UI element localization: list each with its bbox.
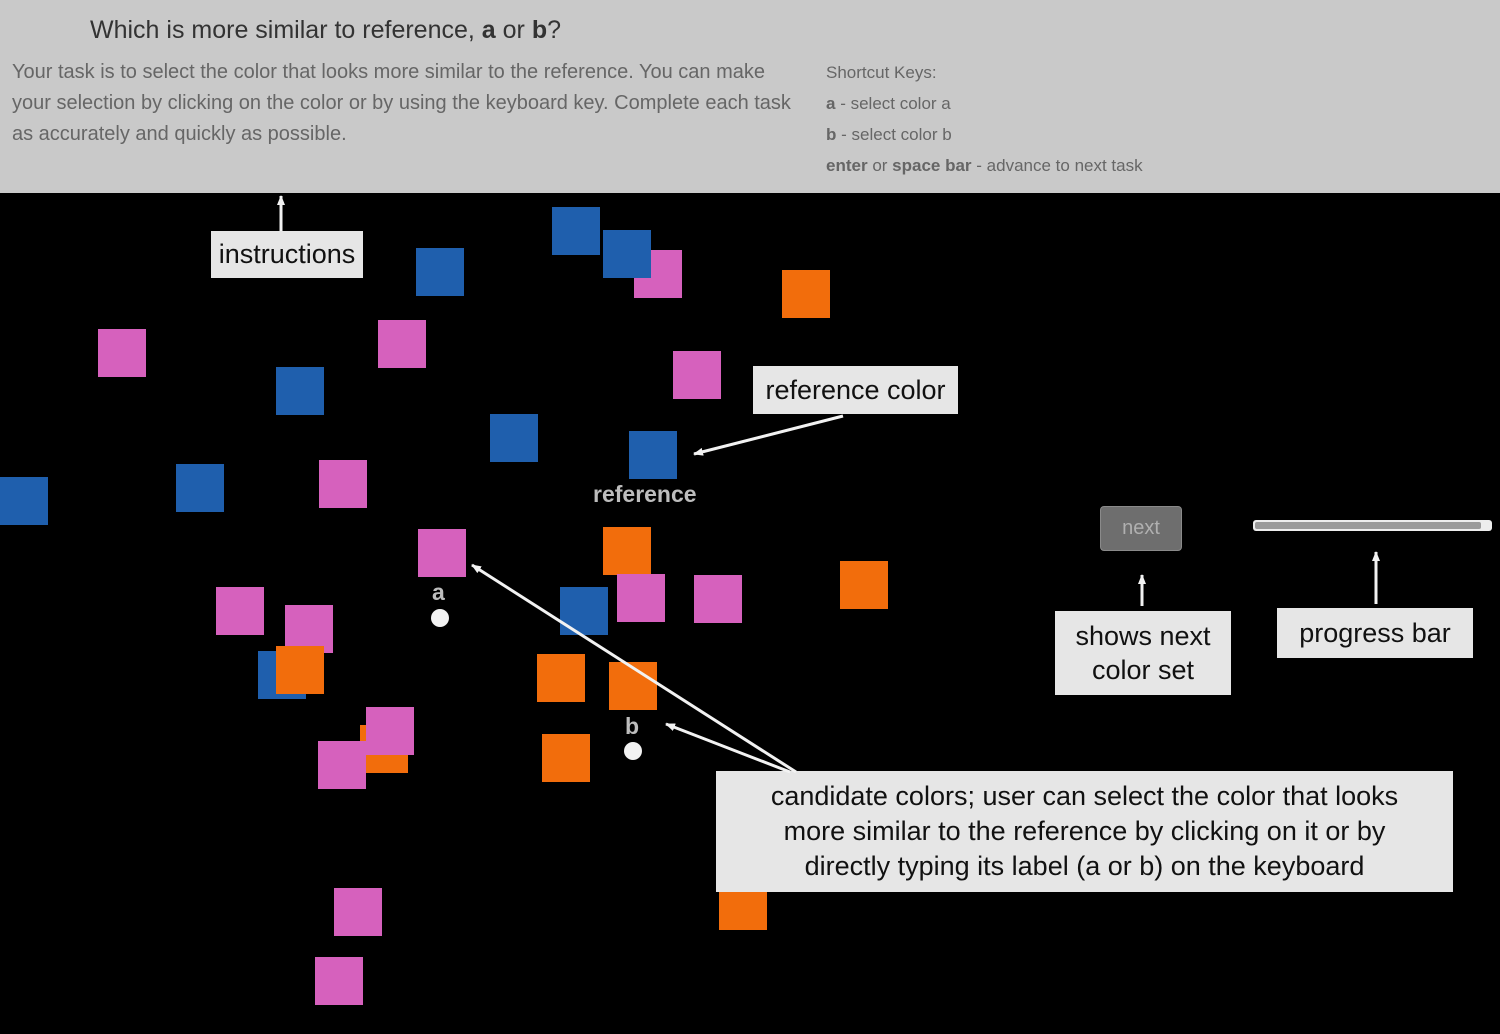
- color-swatch: [603, 230, 651, 278]
- progress-bar-fill: [1255, 522, 1481, 529]
- color-swatch: [673, 351, 721, 399]
- candidate-a-marker[interactable]: [431, 609, 449, 627]
- color-swatch: [285, 605, 333, 653]
- color-swatch: [490, 414, 538, 462]
- callout-next-line2: color set: [1091, 655, 1195, 685]
- shortcut-b: b - select color b: [826, 125, 952, 144]
- callout-next: shows next color set: [1055, 611, 1231, 695]
- color-swatch: [319, 460, 367, 508]
- callout-candidates-line1: candidate colors; user can select the co…: [770, 781, 1399, 811]
- color-swatch: [603, 527, 651, 575]
- color-swatch: [782, 270, 830, 318]
- color-swatch: [318, 741, 366, 789]
- color-swatch: [840, 561, 888, 609]
- callout-next-line1: shows next: [1075, 621, 1211, 651]
- color-swatch: [216, 587, 264, 635]
- shortcut-advance: enter or space bar - advance to next tas…: [826, 156, 1143, 175]
- candidate-a-label: a: [432, 579, 445, 605]
- callout-candidates-line2: more similar to the reference by clickin…: [783, 816, 1386, 846]
- color-swatch: [334, 888, 382, 936]
- color-swatch: [617, 574, 665, 622]
- color-swatch: [560, 587, 608, 635]
- candidate-a-swatch[interactable]: [418, 529, 466, 577]
- shortcut-a: a - select color a: [826, 94, 951, 113]
- color-swatch: [276, 367, 324, 415]
- instructions-header: Which is more similar to reference, a or…: [0, 0, 1500, 193]
- color-swatch: [537, 654, 585, 702]
- candidate-b-marker[interactable]: [624, 742, 642, 760]
- shortcut-title: Shortcut Keys:: [826, 63, 937, 82]
- callout-candidates: candidate colors; user can select the co…: [716, 771, 1453, 892]
- shortcut-keys: Shortcut Keys: a - select color a b - se…: [826, 57, 1143, 181]
- callout-instructions: instructions: [211, 231, 363, 278]
- color-swatch: [315, 957, 363, 1005]
- color-swatch: [542, 734, 590, 782]
- reference-label: reference: [593, 481, 697, 507]
- color-swatch: [552, 207, 600, 255]
- color-swatch: [98, 329, 146, 377]
- callout-reference-color: reference color: [753, 366, 958, 414]
- color-swatch: [694, 575, 742, 623]
- progress-bar: [1253, 520, 1492, 531]
- color-swatch: [378, 320, 426, 368]
- task-description: Your task is to select the color that lo…: [12, 61, 791, 145]
- candidate-b-label: b: [625, 713, 640, 739]
- candidate-b-swatch[interactable]: [609, 662, 657, 710]
- question-title: Which is more similar to reference, a or…: [90, 16, 562, 44]
- color-swatch: [0, 477, 48, 525]
- callout-candidates-line3: directly typing its label (a or b) on th…: [804, 851, 1365, 881]
- color-swatch: [416, 248, 464, 296]
- color-swatch: [276, 646, 324, 694]
- next-button[interactable]: next: [1100, 506, 1182, 551]
- color-swatch: [176, 464, 224, 512]
- callout-progress-bar: progress bar: [1277, 608, 1473, 658]
- color-swatch: [366, 707, 414, 755]
- color-stage: reference a b next: [0, 193, 1500, 1034]
- reference-swatch: [629, 431, 677, 479]
